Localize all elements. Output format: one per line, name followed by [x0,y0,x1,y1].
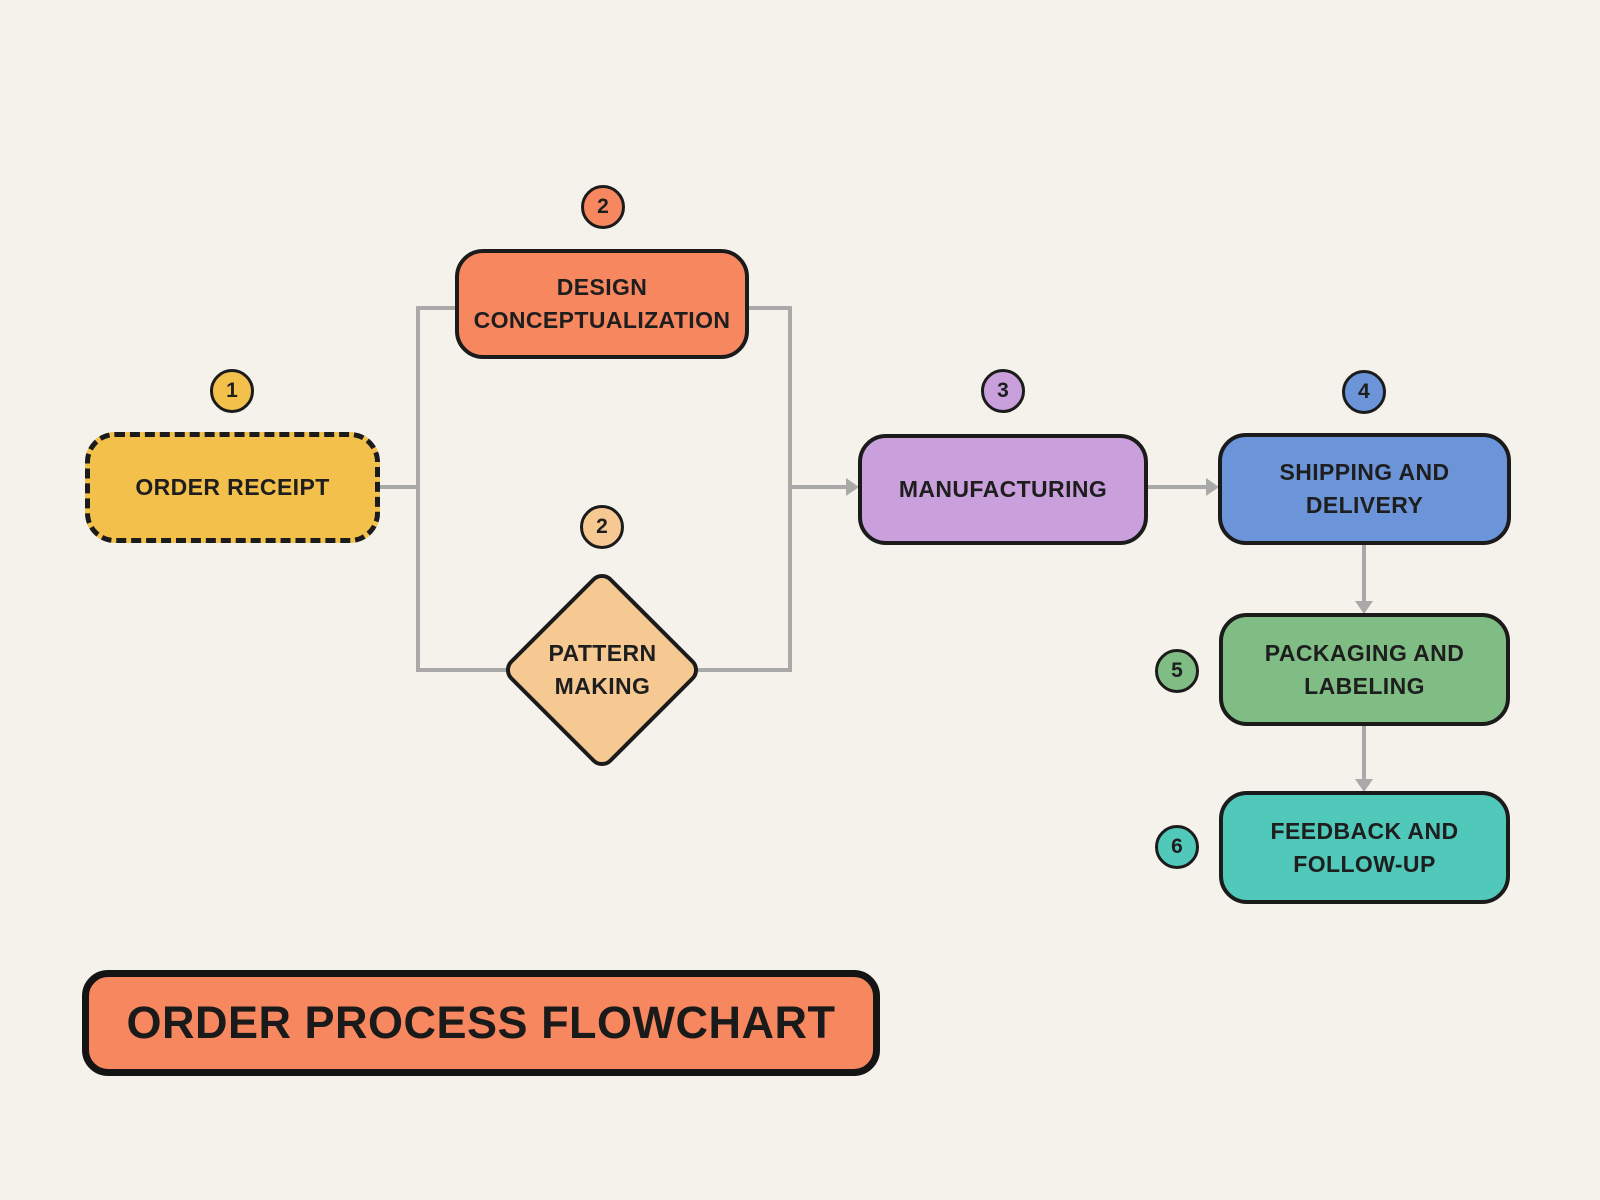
node-shipping-and-delivery: SHIPPING AND DELIVERY [1218,433,1511,545]
connector-packaging-to-feedback [1362,726,1366,779]
step-badge-3: 3 [981,369,1025,413]
step-badge-1-number: 1 [226,379,238,402]
page-title: ORDER PROCESS FLOWCHART [126,997,836,1048]
step-badge-6: 6 [1155,825,1199,869]
node-order-receipt: ORDER RECEIPT [85,432,380,543]
node-pattern-making-label-wrap: PATTERN MAKING [500,600,705,740]
arrowhead-into-packaging-icon [1355,601,1373,614]
step-badge-2-design-number: 2 [597,195,609,218]
arrowhead-into-shipping-icon [1206,478,1219,496]
node-order-receipt-label: ORDER RECEIPT [135,474,330,501]
node-packaging-and-labeling: PACKAGING AND LABELING [1219,613,1510,726]
step-badge-2-pattern-number: 2 [596,515,608,538]
step-badge-2-design: 2 [581,185,625,229]
node-pattern-making-label: PATTERN MAKING [548,640,657,699]
step-badge-3-number: 3 [997,379,1009,402]
node-feedback-and-follow-up: FEEDBACK AND FOLLOW-UP [1219,791,1510,904]
step-badge-4: 4 [1342,370,1386,414]
title-banner: ORDER PROCESS FLOWCHART [82,970,880,1076]
step-badge-1: 1 [210,369,254,413]
node-shipping-and-delivery-label: SHIPPING AND DELIVERY [1279,459,1450,518]
node-design-conceptualization-label: DESIGN CONCEPTUALIZATION [473,274,731,333]
step-badge-6-number: 6 [1171,835,1183,858]
connector-shipping-to-packaging [1362,545,1366,601]
step-badge-4-number: 4 [1358,380,1370,403]
connector-merge-to-manufacturing [788,485,846,489]
node-packaging-and-labeling-label: PACKAGING AND LABELING [1264,639,1465,699]
step-badge-5-number: 5 [1171,659,1183,682]
connector-manufacturing-to-shipping [1148,485,1206,489]
step-badge-2-pattern: 2 [580,505,624,549]
connector-order-to-split [380,485,418,489]
node-feedback-and-follow-up-label: FEEDBACK AND FOLLOW-UP [1270,817,1459,877]
step-badge-5: 5 [1155,649,1199,693]
connector-split-vertical-left [416,306,420,672]
node-manufacturing-label: MANUFACTURING [898,476,1108,503]
node-manufacturing: MANUFACTURING [858,434,1148,545]
node-design-conceptualization: DESIGN CONCEPTUALIZATION [455,249,749,359]
connector-merge-vertical-right [788,306,792,672]
arrowhead-into-manufacturing-icon [846,478,859,496]
arrowhead-into-feedback-icon [1355,779,1373,792]
